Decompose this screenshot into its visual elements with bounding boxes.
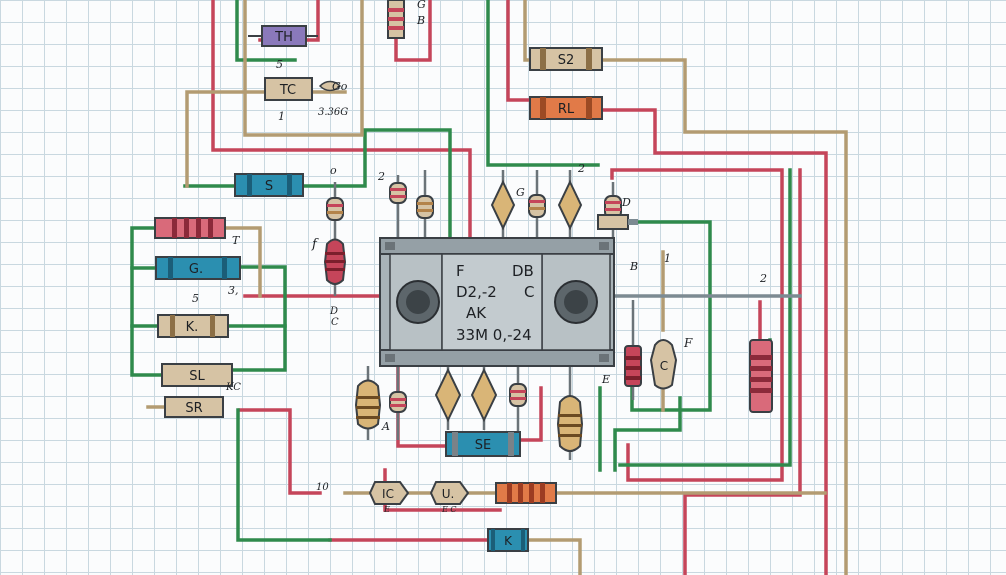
annotation-kc: KC xyxy=(225,382,241,393)
diamond-capacitors xyxy=(434,179,583,423)
wire-red xyxy=(518,386,543,442)
ic-label-ak: AK xyxy=(466,304,487,322)
tc-label: TC xyxy=(279,83,296,98)
th-label: TH xyxy=(274,30,293,45)
annotation-3: 3, xyxy=(228,284,239,297)
rl-label: RL xyxy=(558,102,575,117)
resistor-vertical-335 xyxy=(323,238,347,285)
resistor-top-left xyxy=(154,217,226,239)
annotation-g-mid: G xyxy=(516,186,525,199)
wire-red xyxy=(683,168,802,575)
u-label: U. xyxy=(442,487,455,501)
sr-label: SR xyxy=(185,401,202,416)
wire-green xyxy=(235,0,297,62)
annotation-top-b: B xyxy=(416,14,425,27)
wire-tan xyxy=(185,90,267,188)
ic-label-33m: 33M 0,-24 xyxy=(456,326,532,344)
annotation-5: 5 xyxy=(276,58,283,71)
wire-red xyxy=(211,0,472,242)
g-label: G. xyxy=(189,262,203,277)
axial-components-bottom xyxy=(354,379,584,452)
tc-component: TC xyxy=(264,77,342,101)
ic-bottom-label: IC xyxy=(382,487,394,501)
ic-label-f: F xyxy=(456,262,465,280)
wire-green xyxy=(236,408,332,542)
ic-label-db: DB xyxy=(512,262,534,280)
wire-red xyxy=(238,408,322,495)
annotation-f: f xyxy=(311,237,319,252)
s-component: S xyxy=(234,173,304,197)
main-ic-chip: F DB D2,-2 C AK 33M 0,-24 xyxy=(379,237,615,367)
annotation-d: D xyxy=(621,196,631,209)
wire-green xyxy=(230,265,287,372)
s2-component: S2 xyxy=(529,47,603,71)
wire-green xyxy=(130,226,164,377)
axial-resistors-top xyxy=(326,182,622,221)
se-label: SE xyxy=(475,438,491,453)
resistor-top-center xyxy=(387,0,405,39)
wire-green xyxy=(613,396,682,472)
sr-component: SR xyxy=(164,396,224,418)
connector-tab xyxy=(597,214,638,230)
s-label: S xyxy=(265,179,273,194)
resistor-vertical-right xyxy=(749,339,773,413)
annotation-3-36g: 3.36G xyxy=(318,107,348,118)
wire-red xyxy=(610,168,784,482)
wire-tan xyxy=(526,538,582,575)
c-right-label: C xyxy=(660,359,668,373)
annotation-dc-c: C xyxy=(331,317,339,328)
resistor-vertical-633 xyxy=(624,345,642,387)
annotation-1b: 1 xyxy=(664,252,671,265)
annotation-1: 1 xyxy=(278,110,285,123)
s2-label: S2 xyxy=(558,53,575,68)
sl-component: SL xyxy=(161,363,233,387)
ic-label-c: C xyxy=(524,283,534,301)
annotation-b: B xyxy=(629,260,638,273)
annotations: G B 5 Go 1 3.36G o 2 G 2 D f T 5 3, D C … xyxy=(192,0,767,514)
g-component: G. xyxy=(155,256,241,280)
wire-green xyxy=(486,0,600,167)
annotation-2b: 2 xyxy=(577,162,585,175)
annotation-go: Go xyxy=(332,80,348,93)
annotation-e-bottom: E xyxy=(383,505,390,514)
annotation-o: o xyxy=(330,164,337,177)
sl-label: SL xyxy=(189,369,205,384)
k-bottom-label: K xyxy=(504,534,513,548)
wire-red xyxy=(593,108,828,575)
wire-green xyxy=(301,128,452,242)
annotation-t: T xyxy=(232,234,241,247)
annotation-a: A xyxy=(381,420,390,433)
annotation-top-g: G xyxy=(417,0,426,11)
annotation-dc-d: D xyxy=(329,306,338,317)
wire-tan xyxy=(593,58,848,575)
annotation-e: E xyxy=(601,373,610,386)
wire-tan xyxy=(243,0,364,137)
wire-green xyxy=(618,168,792,467)
th-component: TH xyxy=(248,25,318,47)
ic-label-d2: D2,-2 xyxy=(456,283,497,301)
resistor-bottom-mid xyxy=(495,482,557,504)
se-component: SE xyxy=(445,431,521,457)
annotation-5b: 5 xyxy=(192,292,199,305)
rl-component: RL xyxy=(529,96,603,120)
k-left-label: K. xyxy=(186,320,199,335)
ic-bottom-component: IC xyxy=(368,481,410,505)
annotation-2: 2 xyxy=(377,170,385,183)
annotation-10: 10 xyxy=(316,482,329,493)
k-bottom-component: K xyxy=(487,528,529,552)
wire-tan xyxy=(223,226,262,298)
u-component: U. xyxy=(429,481,470,505)
annotation-f-right: F xyxy=(683,336,693,350)
c-right-component: C xyxy=(649,339,678,390)
annotation-ec-bottom: E C xyxy=(441,505,457,514)
annotation-2c: 2 xyxy=(759,272,767,285)
k-left-component: K. xyxy=(157,314,229,338)
